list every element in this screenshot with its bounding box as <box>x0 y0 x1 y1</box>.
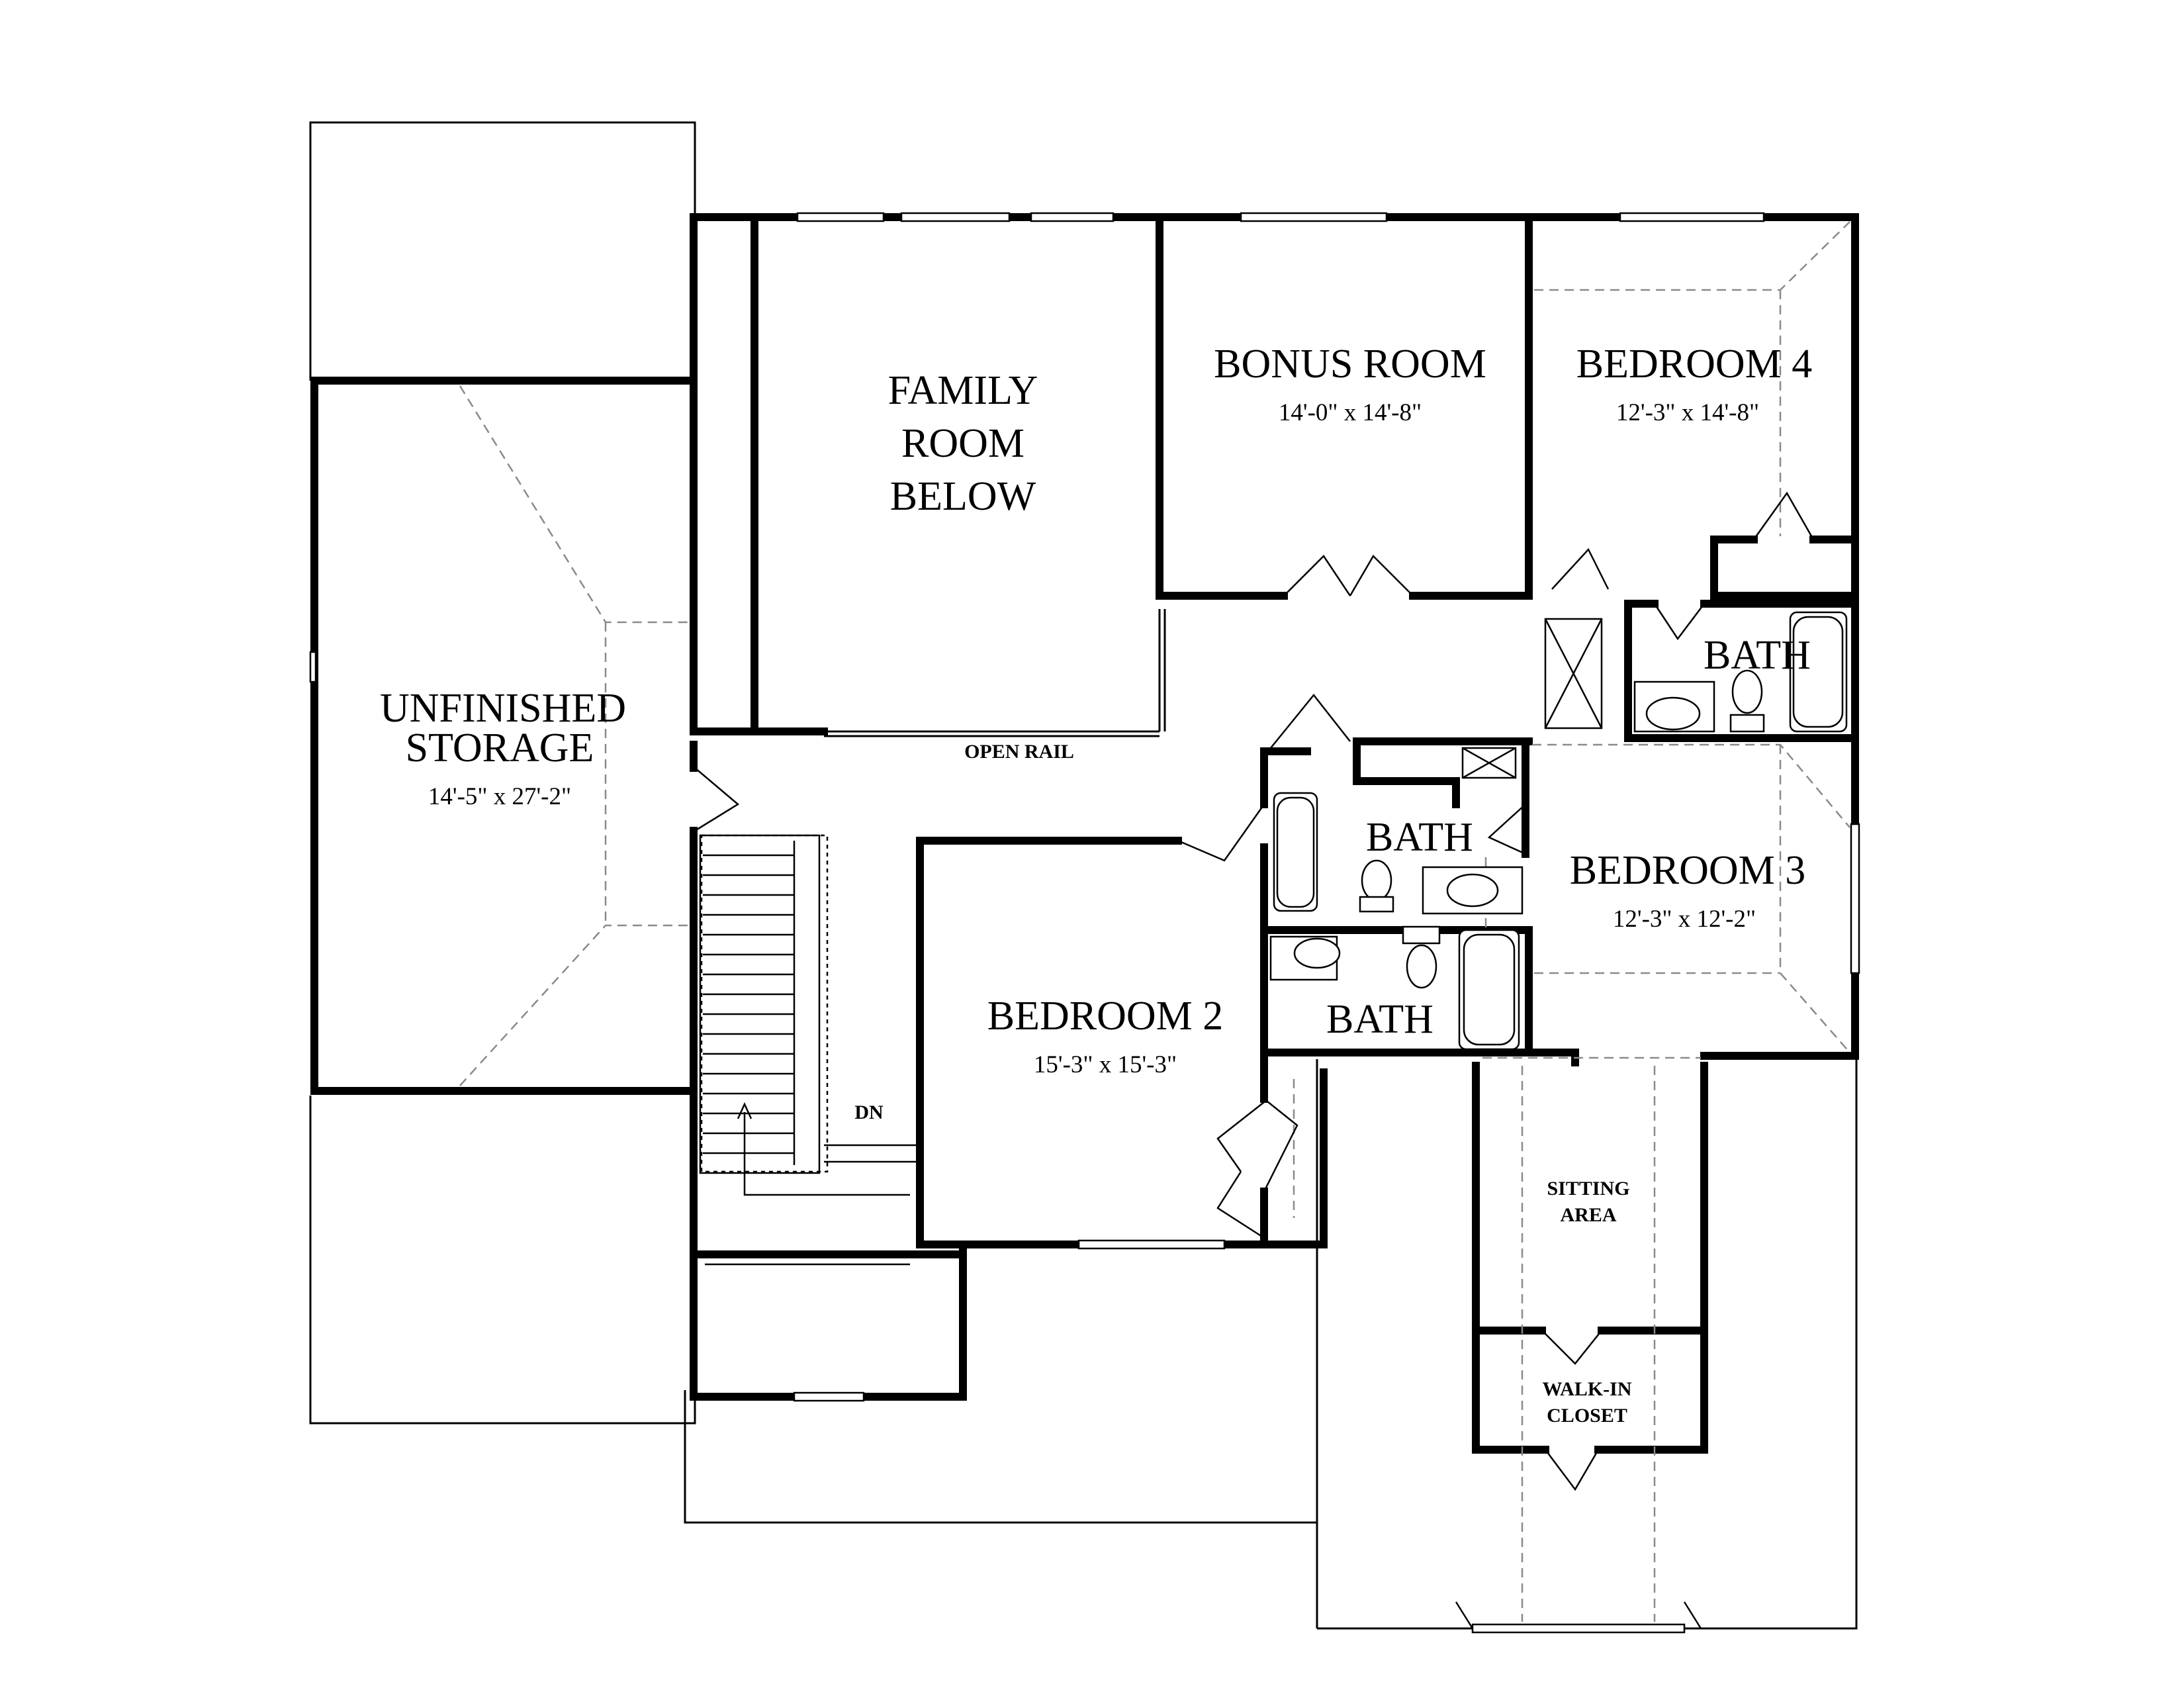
open-rail <box>824 609 1166 737</box>
walk-in-closet-label-2: CLOSET <box>1547 1405 1627 1427</box>
toilet-icon <box>1731 669 1763 714</box>
room-labels: FAMILY ROOM BELOW BONUS ROOM 14'-0" x 14… <box>380 342 1812 1427</box>
bathtub-basin-icon <box>1463 933 1516 1046</box>
storage-label-2: STORAGE <box>406 726 594 771</box>
toilet-tank-icon <box>1729 714 1765 733</box>
walk-in-closet-label-1: WALK-IN <box>1542 1378 1631 1400</box>
sink-icon <box>1446 873 1499 908</box>
stair-down-label: DN <box>854 1102 884 1123</box>
bath3-label: BATH <box>1326 997 1433 1042</box>
toilet-tank-icon <box>1359 896 1394 913</box>
bedroom4-label: BEDROOM 4 <box>1576 342 1813 387</box>
family-room-label-2: ROOM <box>901 421 1024 466</box>
sitting-area-label-2: AREA <box>1560 1204 1616 1226</box>
bedroom3-label: BEDROOM 3 <box>1570 848 1806 893</box>
bedroom2-dims: 15'-3" x 15'-3" <box>1034 1051 1177 1078</box>
doors <box>694 491 1815 1629</box>
bath2-label: BATH <box>1366 815 1473 860</box>
storage-label-1: UNFINISHED <box>380 686 626 731</box>
bonus-room-label: BONUS ROOM <box>1214 342 1486 387</box>
stair-treads <box>703 854 794 1154</box>
bathtub-basin-icon <box>1276 796 1315 908</box>
toilet-icon <box>1406 944 1437 989</box>
bedroom4-dims: 12'-3" x 14'-8" <box>1616 399 1759 426</box>
bathtub-basin-icon <box>1792 616 1844 728</box>
sink-icon <box>1645 696 1701 731</box>
storage-dims: 14'-5" x 27'-2" <box>428 783 571 810</box>
family-room-label-1: FAMILY <box>888 368 1038 413</box>
sitting-area-label-1: SITTING <box>1547 1178 1629 1199</box>
sink-icon <box>1293 937 1341 969</box>
bath1-label: BATH <box>1704 633 1811 678</box>
bedroom3-dims: 12'-3" x 12'-2" <box>1613 906 1756 933</box>
toilet-icon <box>1361 859 1392 902</box>
toilet-tank-icon <box>1402 925 1441 945</box>
bonus-room-dims: 14'-0" x 14'-8" <box>1279 399 1422 426</box>
windows <box>309 212 1860 1634</box>
bedroom2-label: BEDROOM 2 <box>987 994 1224 1039</box>
family-room-label-3: BELOW <box>890 474 1036 519</box>
bath-fixtures <box>1269 611 1848 1051</box>
open-rail-label: OPEN RAIL <box>964 741 1074 763</box>
staircase <box>699 834 917 1266</box>
